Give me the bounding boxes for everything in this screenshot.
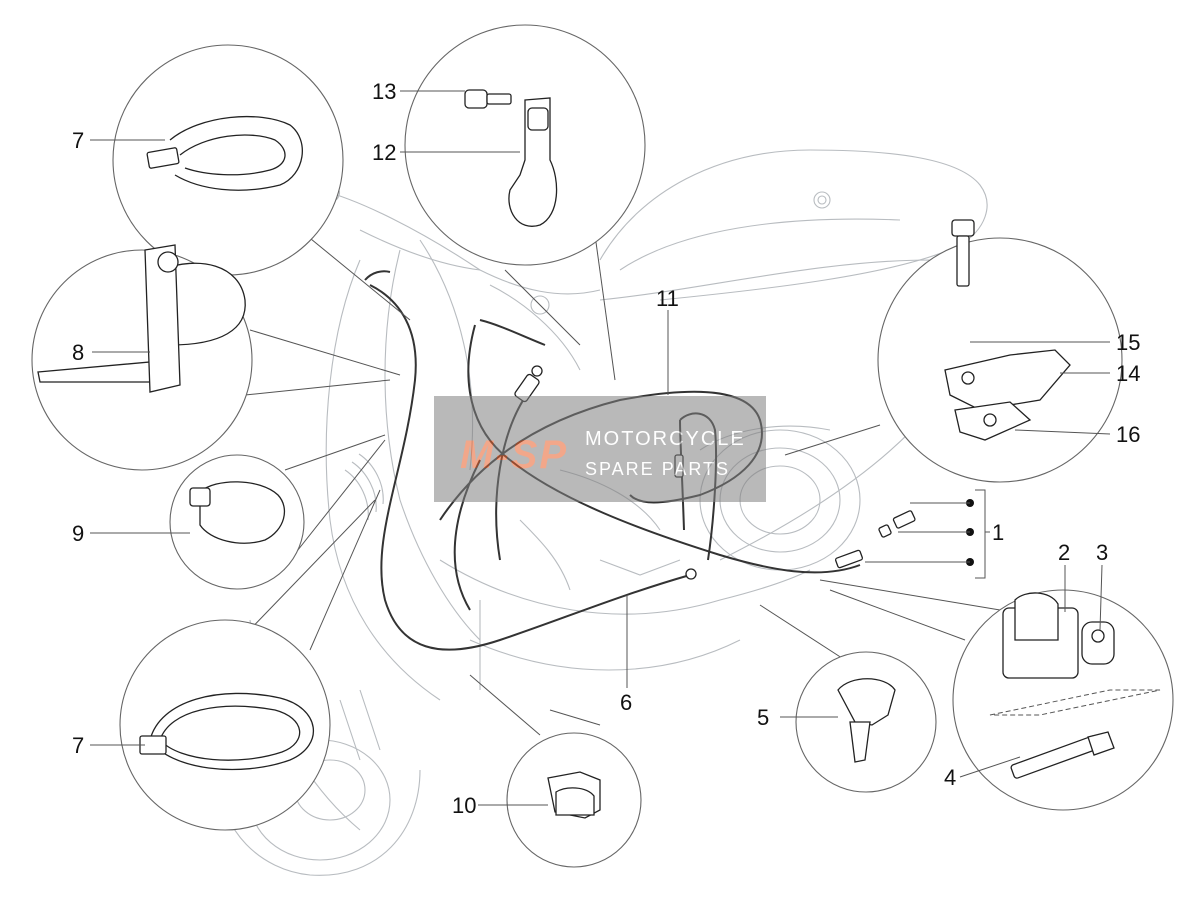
callout-8: 8 — [72, 340, 84, 365]
callout-16: 16 — [1116, 422, 1140, 447]
callout-9: 9 — [72, 521, 84, 546]
callout-4: 4 — [944, 765, 956, 790]
detail-circle-8 — [31, 244, 401, 471]
detail-circle-7-bottom — [119, 489, 381, 831]
callout-14: 14 — [1116, 361, 1140, 386]
callout-1: 1 — [992, 520, 1004, 545]
callout-15: 15 — [1116, 330, 1140, 355]
callout-11: 11 — [656, 286, 679, 311]
callout-13: 13 — [372, 79, 396, 104]
callout-7-top: 7 — [72, 128, 84, 153]
callout-labels: 1 2 3 4 5 6 7 7 8 9 10 11 12 13 14 15 16 — [72, 79, 1140, 818]
detail-circle-10 — [469, 674, 642, 868]
callout-12: 12 — [372, 140, 396, 165]
watermark-line-2: SPARE PARTS — [585, 459, 730, 479]
callout-5: 5 — [757, 705, 769, 730]
callout-7-bottom: 7 — [72, 733, 84, 758]
callout-2: 2 — [1058, 540, 1070, 565]
watermark: M-SP MOTORCYCLE SPARE PARTS — [434, 396, 766, 502]
detail-circle-9 — [169, 434, 386, 590]
callout-10: 10 — [452, 793, 476, 818]
callout-3: 3 — [1096, 540, 1108, 565]
detail-circle-2-3-4 — [819, 579, 1174, 811]
watermark-line-1: MOTORCYCLE — [585, 428, 746, 450]
part-1-cable-ends — [865, 489, 990, 579]
detail-circle-12-13 — [404, 24, 646, 381]
callout-6: 6 — [620, 690, 632, 715]
detail-circle-14-15-16 — [784, 219, 1123, 483]
watermark-logo: M-SP — [460, 433, 568, 477]
callout-leaders — [90, 90, 1111, 806]
detail-circle-5 — [759, 604, 937, 793]
detail-circle-7-top — [112, 44, 411, 321]
